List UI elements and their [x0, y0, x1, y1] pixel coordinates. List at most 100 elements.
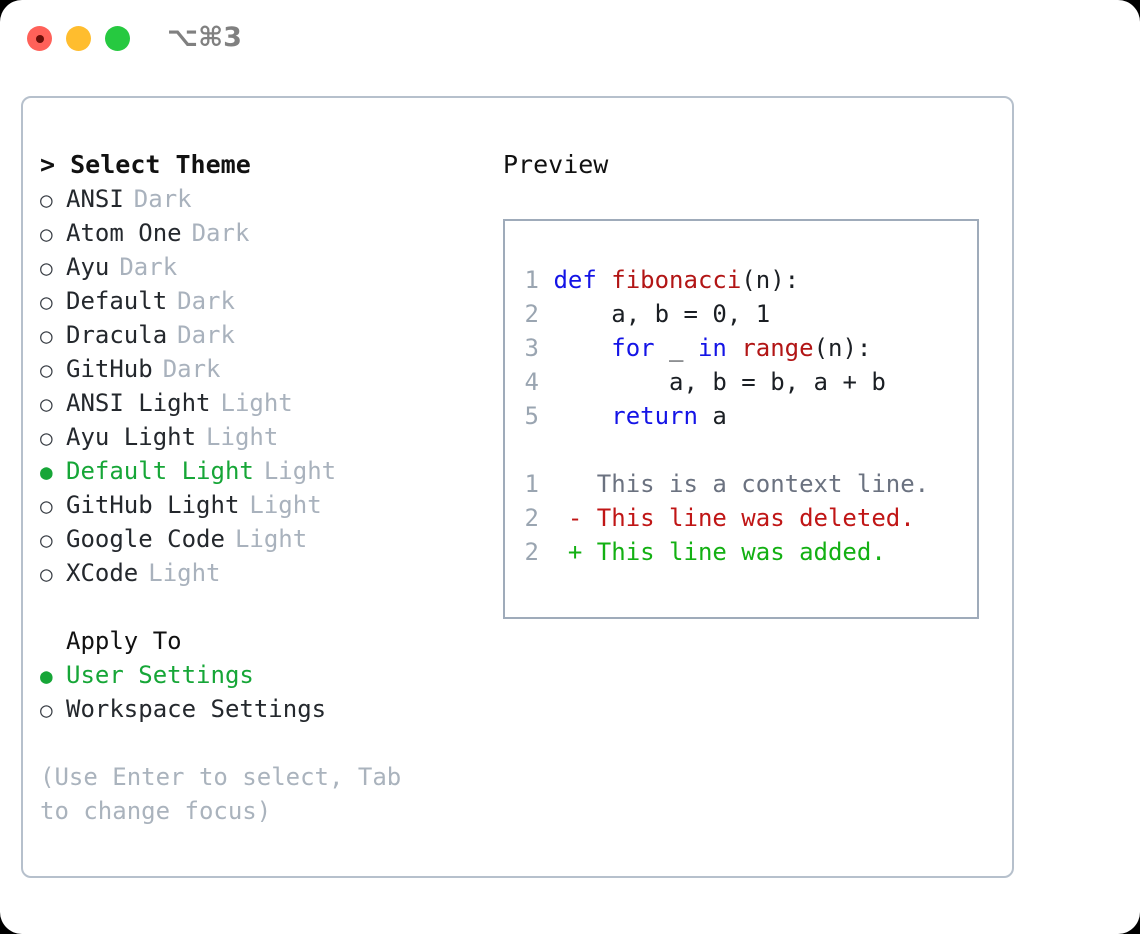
theme-kind-label: Dark — [133, 185, 192, 213]
radio-unselected-icon[interactable]: ○ — [40, 494, 53, 518]
code-line: 1 def fibonacci(n): — [517, 263, 977, 297]
theme-list-item[interactable]: ○ Ayu Dark — [40, 250, 480, 284]
line-number: 1 — [524, 266, 539, 294]
code-indent — [539, 368, 669, 396]
code-indent — [539, 300, 611, 328]
apply-to-option[interactable]: ○ Workspace Settings — [40, 692, 480, 726]
select-theme-text: Select Theme — [70, 150, 251, 179]
theme-list-item[interactable]: ○ ANSI Dark — [40, 182, 480, 216]
radio-unselected-icon[interactable]: ○ — [40, 426, 53, 450]
select-theme-title — [55, 150, 70, 179]
maximize-button-icon[interactable] — [105, 26, 130, 51]
code-token-kw: for — [611, 334, 670, 362]
theme-name-label: Default — [66, 287, 168, 315]
theme-kind-label: Dark — [177, 287, 235, 315]
theme-name-label: Default Light — [66, 457, 254, 485]
title-bar: ⌥⌘3 — [0, 0, 1140, 78]
minimize-button-icon[interactable] — [66, 26, 91, 51]
code-line: 4 a, b = b, a + b — [517, 365, 977, 399]
theme-name-label: ANSI Light — [66, 389, 211, 417]
apply-to-label: Workspace Settings — [66, 695, 327, 723]
theme-name-label: Google Code — [66, 525, 225, 553]
preview-column: Preview 1 def fibonacci(n):2 a, b = 0, 1… — [503, 148, 993, 619]
code-token-plain: _ — [669, 334, 698, 362]
theme-name-label: Ayu — [66, 253, 110, 281]
diff-line-context: This is a context line. — [539, 470, 930, 498]
theme-list-item[interactable]: ● Default Light Light — [40, 454, 480, 488]
theme-list-item[interactable]: ○ Atom One Dark — [40, 216, 480, 250]
code-token-kw: in — [697, 334, 742, 362]
radio-unselected-icon[interactable]: ○ — [40, 222, 53, 246]
code-indent — [539, 334, 611, 362]
radio-selected-icon[interactable]: ● — [40, 664, 53, 688]
radio-selected-icon[interactable]: ● — [40, 460, 53, 484]
line-number: 3 — [524, 334, 539, 362]
code-indent — [539, 402, 611, 430]
code-token-fn: fibonacci — [611, 266, 742, 294]
prompt-caret: > — [40, 150, 56, 179]
theme-kind-label: Dark — [177, 321, 235, 349]
diff-line: 1 This is a context line. — [517, 467, 977, 501]
radio-unselected-icon[interactable]: ○ — [40, 324, 53, 348]
diff-line-number: 2 — [524, 504, 539, 532]
code-token-plain: (n): — [741, 266, 800, 294]
theme-name-label: Atom One — [66, 219, 182, 247]
diff-line: 2 - This line was deleted. — [517, 501, 977, 535]
radio-unselected-icon[interactable]: ○ — [40, 256, 53, 280]
code-token-fn: range — [741, 334, 814, 362]
code-token-plain: a, b = 0, 1 — [611, 300, 771, 328]
theme-kind-label: Light — [206, 423, 279, 451]
apply-to-list: ● User Settings ○ Workspace Settings — [40, 658, 480, 726]
theme-list-item[interactable]: ○ Default Dark — [40, 284, 480, 318]
apply-to-option[interactable]: ● User Settings — [40, 658, 480, 692]
code-token-plain: a, b = b, a + b — [669, 368, 886, 396]
code-token-kw: def — [553, 266, 612, 294]
theme-kind-label: Light — [220, 389, 293, 417]
theme-list-item[interactable]: ○ ANSI Light Light — [40, 386, 480, 420]
code-line: 5 return a — [517, 399, 977, 433]
diff-sample: 1 This is a context line.2 - This line w… — [517, 467, 977, 569]
code-line: 2 a, b = 0, 1 — [517, 297, 977, 331]
line-number: 2 — [524, 300, 539, 328]
theme-kind-label: Light — [234, 525, 308, 553]
traffic-lights — [27, 26, 130, 51]
radio-unselected-icon[interactable]: ○ — [40, 392, 53, 416]
diff-line-number: 1 — [524, 470, 539, 498]
code-token-plain: (n): — [813, 334, 872, 362]
radio-unselected-icon[interactable]: ○ — [40, 290, 53, 314]
code-token-plain: a — [712, 402, 727, 430]
theme-kind-label: Dark — [191, 219, 250, 247]
close-button-icon[interactable] — [27, 26, 52, 51]
radio-unselected-icon[interactable]: ○ — [40, 562, 53, 586]
list-spacer — [40, 590, 480, 624]
theme-kind-label: Light — [263, 457, 337, 485]
theme-name-label: ANSI — [66, 185, 124, 213]
apply-to-label: User Settings — [66, 661, 254, 689]
code-line: 3 for _ in range(n): — [517, 331, 977, 365]
theme-kind-label: Dark — [162, 355, 221, 383]
keyboard-hint-text: (Use Enter to select, Tab to change focu… — [40, 763, 416, 825]
radio-unselected-icon[interactable]: ○ — [40, 358, 53, 382]
diff-line-delete: - This line was deleted. — [539, 504, 915, 532]
theme-kind-label: Dark — [119, 253, 178, 281]
theme-list-item[interactable]: ○ Google Code Light — [40, 522, 480, 556]
radio-unselected-icon[interactable]: ○ — [40, 698, 53, 722]
code-token-kw: return — [611, 402, 713, 430]
radio-unselected-icon[interactable]: ○ — [40, 188, 53, 212]
diff-line-add: + This line was added. — [539, 538, 886, 566]
line-number: 5 — [524, 402, 539, 430]
code-diff-gap — [517, 433, 977, 467]
theme-name-label: GitHub — [66, 355, 153, 383]
radio-unselected-icon[interactable]: ○ — [40, 528, 53, 552]
select-theme-header: > Select Theme — [40, 148, 480, 182]
theme-list-item[interactable]: ○ GitHub Dark — [40, 352, 480, 386]
